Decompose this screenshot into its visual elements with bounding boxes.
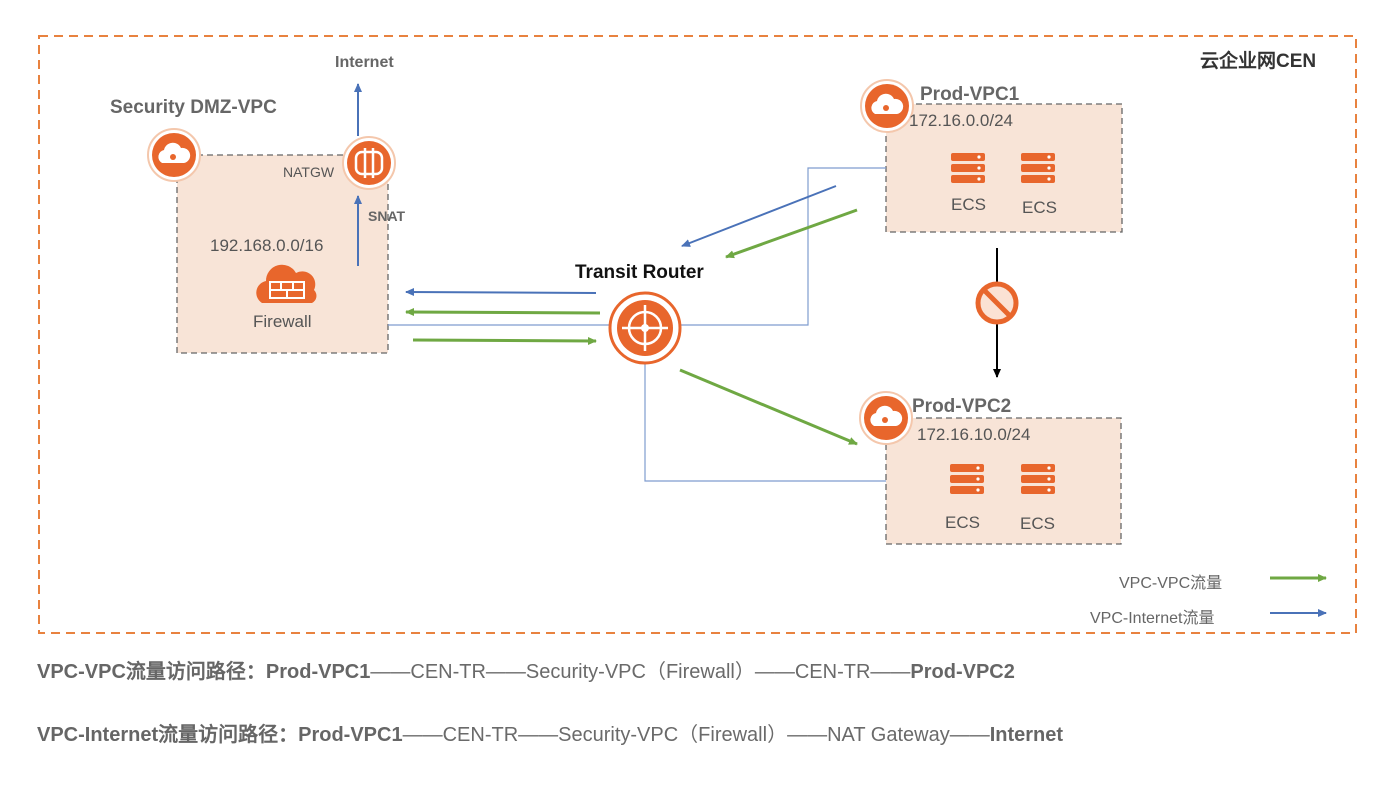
- prod-vpc1-name: Prod-VPC1: [920, 84, 1020, 105]
- prod-vpc2-name: Prod-VPC2: [912, 396, 1012, 417]
- snat-label: SNAT: [368, 208, 406, 224]
- firewall-label: Firewall: [253, 312, 312, 331]
- vpc-vpc-path-end: Prod-VPC2: [910, 661, 1015, 683]
- prod-vpc1-cloud-icon: [860, 79, 914, 133]
- blue-arrow-vpc1-to-tr: [681, 185, 837, 247]
- prod-vpc1-cidr: 172.16.0.0/24: [909, 111, 1013, 130]
- transit-router-label: Transit Router: [575, 262, 704, 283]
- nat-gateway-icon: [342, 136, 396, 190]
- prod-vpc1-ecs-icon-2: [1021, 153, 1055, 183]
- prod-vpc2-cidr: 172.16.10.0/24: [917, 425, 1031, 444]
- cen-label: 云企业网CEN: [1200, 51, 1317, 72]
- natgw-label: NATGW: [283, 164, 335, 180]
- vpc-internet-path-middle: ——CEN-TR——Security-VPC（Firewall）——NAT Ga…: [402, 724, 990, 746]
- green-arrow-tr-to-vpc2: [679, 368, 858, 446]
- legend-vpc-internet-label: VPC-Internet流量: [1090, 610, 1215, 627]
- prohibited-icon: [975, 281, 1019, 325]
- security-vpc-box: [176, 154, 389, 354]
- vpc-vpc-path-text: VPC-VPC流量访问路径：Prod-VPC1——CEN-TR——Securit…: [37, 655, 1015, 684]
- security-vpc-cloud-icon: [147, 128, 201, 182]
- vpc-internet-path-end: Internet: [989, 724, 1064, 746]
- prod-vpc2-ecs-icon-1: [950, 464, 984, 494]
- internet-label: Internet: [335, 54, 394, 71]
- prod-vpc2-ecs-label-2: ECS: [1020, 514, 1055, 533]
- green-arrow-vpc1-to-tr: [725, 208, 858, 259]
- vpc-vpc-path-middle: ——CEN-TR——Security-VPC（Firewall）——CEN-TR…: [370, 661, 911, 683]
- tr-connections: [388, 167, 886, 482]
- vpc-vpc-path-start: Prod-VPC1: [265, 661, 371, 683]
- legend-vpc-vpc-label: VPC-VPC流量: [1119, 575, 1223, 592]
- prod-vpc1-ecs-icon-1: [951, 153, 985, 183]
- prod-vpc2-box: [885, 417, 1122, 545]
- firewall-icon: [256, 264, 317, 303]
- green-arrow-security-to-tr: [412, 336, 597, 345]
- green-arrow-tr-to-security: [405, 308, 601, 317]
- prod-vpc2-ecs-label-1: ECS: [945, 513, 980, 532]
- prod-vpc2-ecs-icon-2: [1021, 464, 1055, 494]
- security-vpc-title: Security DMZ-VPC: [110, 97, 277, 118]
- prod-vpc2-cloud-icon: [859, 391, 913, 445]
- vpc-internet-path-start: Prod-VPC1: [298, 724, 403, 746]
- prod-vpc1-ecs-label-2: ECS: [1022, 198, 1057, 217]
- transit-router-icon: [608, 291, 682, 365]
- blue-arrow-tr-to-security: [405, 288, 597, 297]
- prod-vpc1-ecs-label-1: ECS: [951, 195, 986, 214]
- vpc-vpc-path-prefix: VPC-VPC流量访问路径：: [37, 661, 266, 683]
- vpc-internet-path-text: VPC-Internet流量访问路径：Prod-VPC1——CEN-TR——Se…: [37, 718, 1063, 747]
- vpc-internet-path-prefix: VPC-Internet流量访问路径：: [37, 724, 299, 746]
- security-vpc-cidr: 192.168.0.0/16: [210, 236, 324, 255]
- cen-boundary: [38, 35, 1357, 634]
- prod-vpc1-box: [885, 103, 1123, 233]
